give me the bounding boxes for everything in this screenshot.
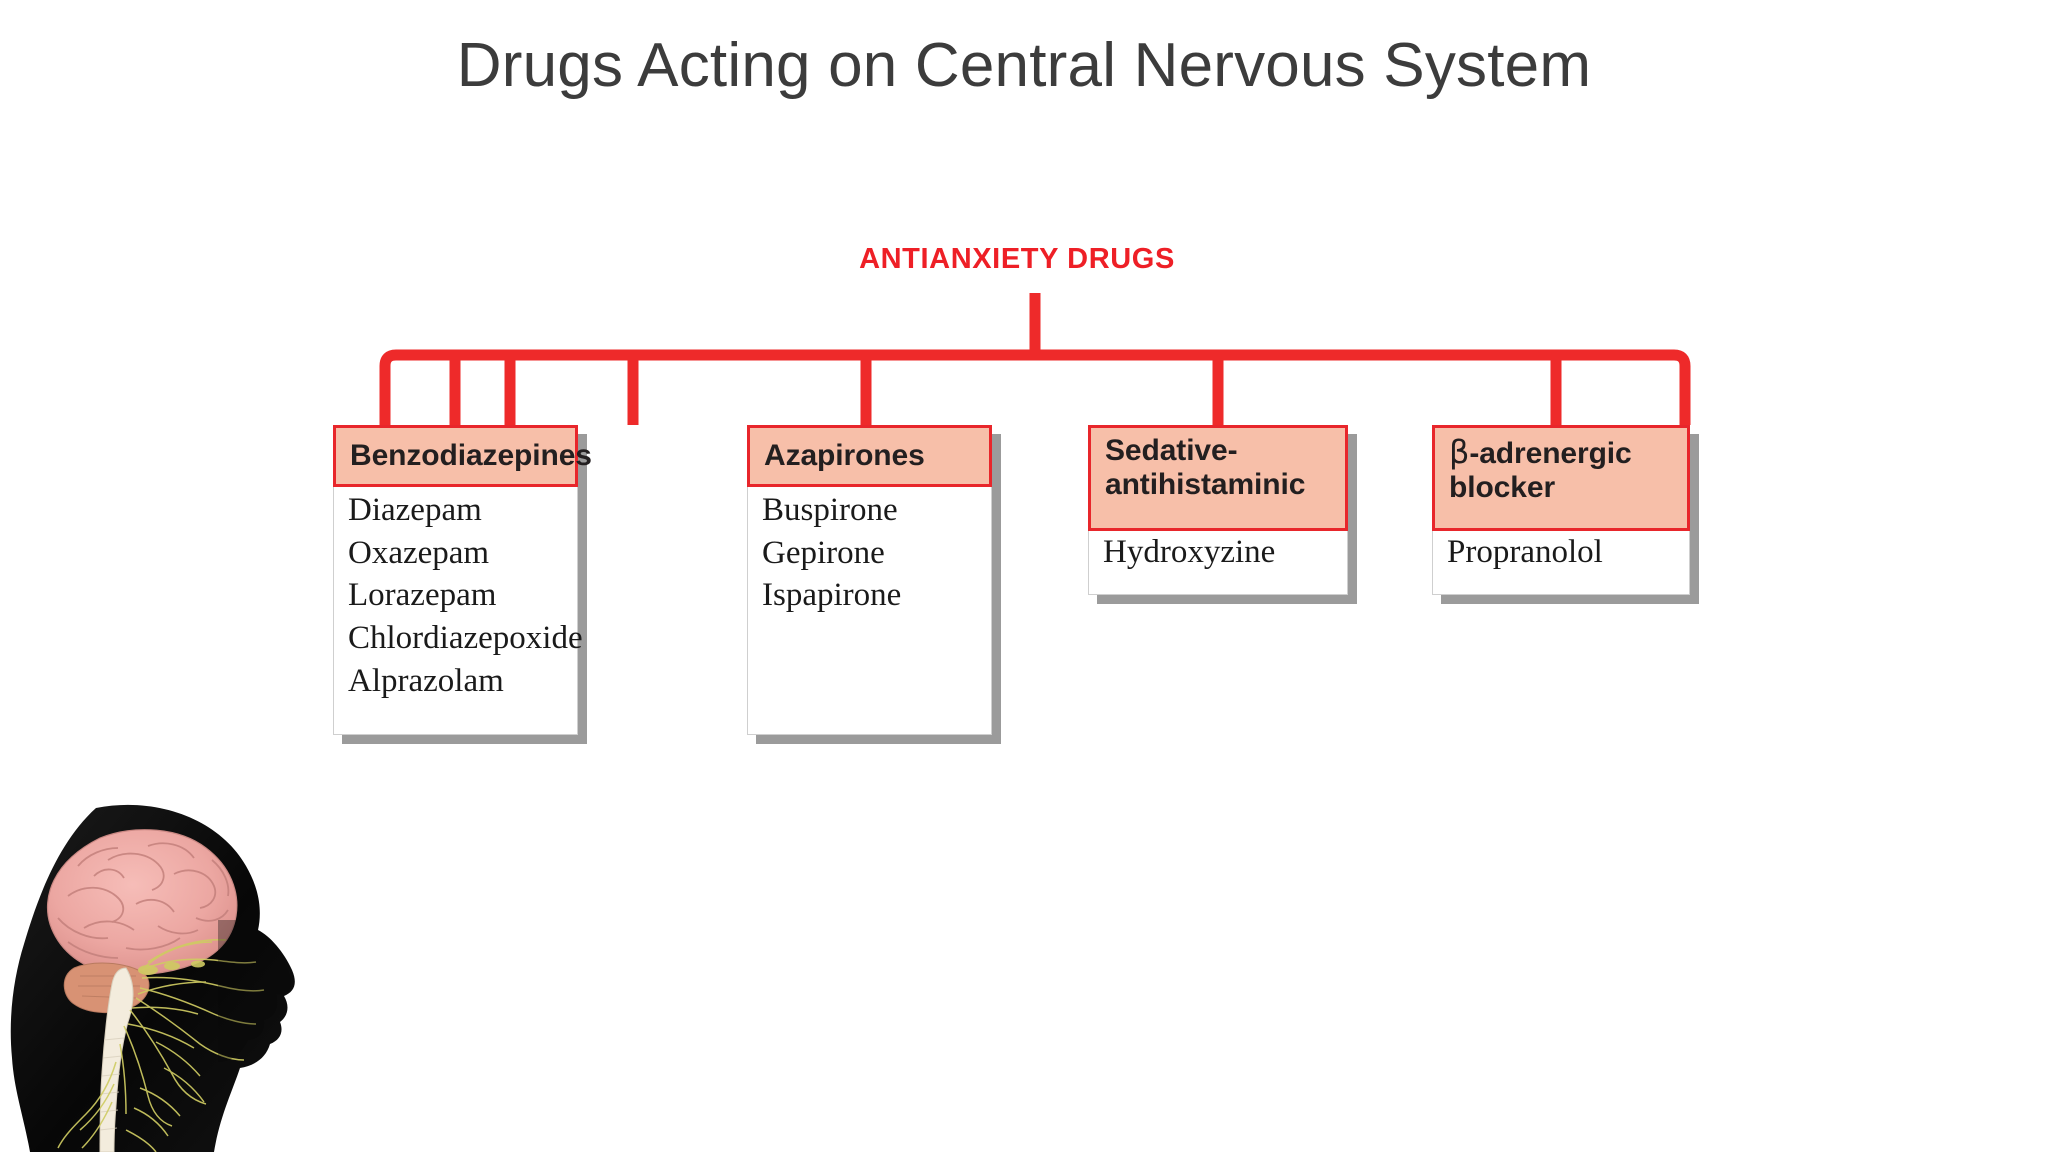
category-card-benzodiazepines[interactable]: Diazepam Oxazepam Lorazepam Chlordiazepo…: [333, 425, 592, 744]
beta-symbol: β: [1449, 433, 1470, 471]
card-header-text: Azapirones: [764, 439, 925, 473]
drug-item: Diazepam: [348, 492, 482, 528]
drug-item: Chlordiazepoxide: [348, 619, 583, 656]
card-inner: Buspirone Gepirone Ispapirone Azapirones: [747, 425, 992, 735]
page-title: Drugs Acting on Central Nervous System: [456, 31, 1592, 100]
card-inner: Diazepam Oxazepam Lorazepam Chlordiazepo…: [333, 425, 592, 735]
drug-item: Ispapirone: [762, 577, 902, 614]
card-body: Hydroxyzine: [1088, 531, 1348, 595]
drug-item: Lorazepam: [348, 577, 497, 614]
nerve-ganglia: [138, 960, 205, 975]
drug-item: Gepirone: [762, 534, 885, 571]
drug-item: Buspirone: [762, 492, 898, 528]
card-body: Propranolol: [1432, 531, 1690, 595]
drug-item: Propranolol: [1447, 534, 1603, 570]
root-node-label: ANTIANXIETY DRUGS: [0, 243, 2048, 276]
brain-sulci: [57, 842, 230, 959]
card-header: Sedative- antihistaminic: [1088, 425, 1348, 531]
card-header-text: β-adrenergic blocker: [1449, 434, 1632, 505]
card-body: Diazepam Oxazepam Lorazepam Chlordiazepo…: [333, 487, 583, 735]
card-header-line-2: blocker: [1449, 470, 1556, 504]
category-card-sedative-antihistaminic[interactable]: Hydroxyzine Sedative- antihistaminic: [1088, 425, 1357, 604]
card-header-line-1-rest: -adrenergic: [1469, 437, 1632, 470]
root-node-label-text: ANTIANXIETY DRUGS: [859, 243, 1175, 275]
card-inner: Hydroxyzine Sedative- antihistaminic: [1088, 425, 1348, 595]
card-header-line-1: Sedative-: [1105, 434, 1238, 467]
card-header: Benzodiazepines: [333, 425, 592, 487]
connector-bus: [379, 349, 1691, 385]
cerebellum: [63, 962, 150, 1014]
brain: [46, 829, 238, 976]
card-body: Buspirone Gepirone Ispapirone: [747, 487, 992, 735]
card-header-text: Benzodiazepines: [350, 439, 592, 473]
category-card-azapirones[interactable]: Buspirone Gepirone Ispapirone Azapirones: [747, 425, 1001, 744]
nerve-branches: [57, 938, 265, 1152]
card-header: β-adrenergic blocker: [1432, 425, 1690, 531]
drug-item: Hydroxyzine: [1103, 534, 1276, 570]
card-header-line-1: β-adrenergic: [1449, 434, 1632, 471]
card-header-line-2: antihistaminic: [1105, 467, 1306, 501]
drug-item: Alprazolam: [348, 662, 504, 699]
category-card-beta-adrenergic-blocker[interactable]: Propranolol β-adrenergic blocker: [1432, 425, 1699, 604]
card-header-text: Sedative- antihistaminic: [1105, 434, 1305, 502]
human-head-brain-nervous-system-illustration: [10, 804, 295, 1152]
card-inner: Propranolol β-adrenergic blocker: [1432, 425, 1690, 595]
drug-item: Oxazepam: [348, 534, 490, 571]
card-header: Azapirones: [747, 425, 992, 487]
